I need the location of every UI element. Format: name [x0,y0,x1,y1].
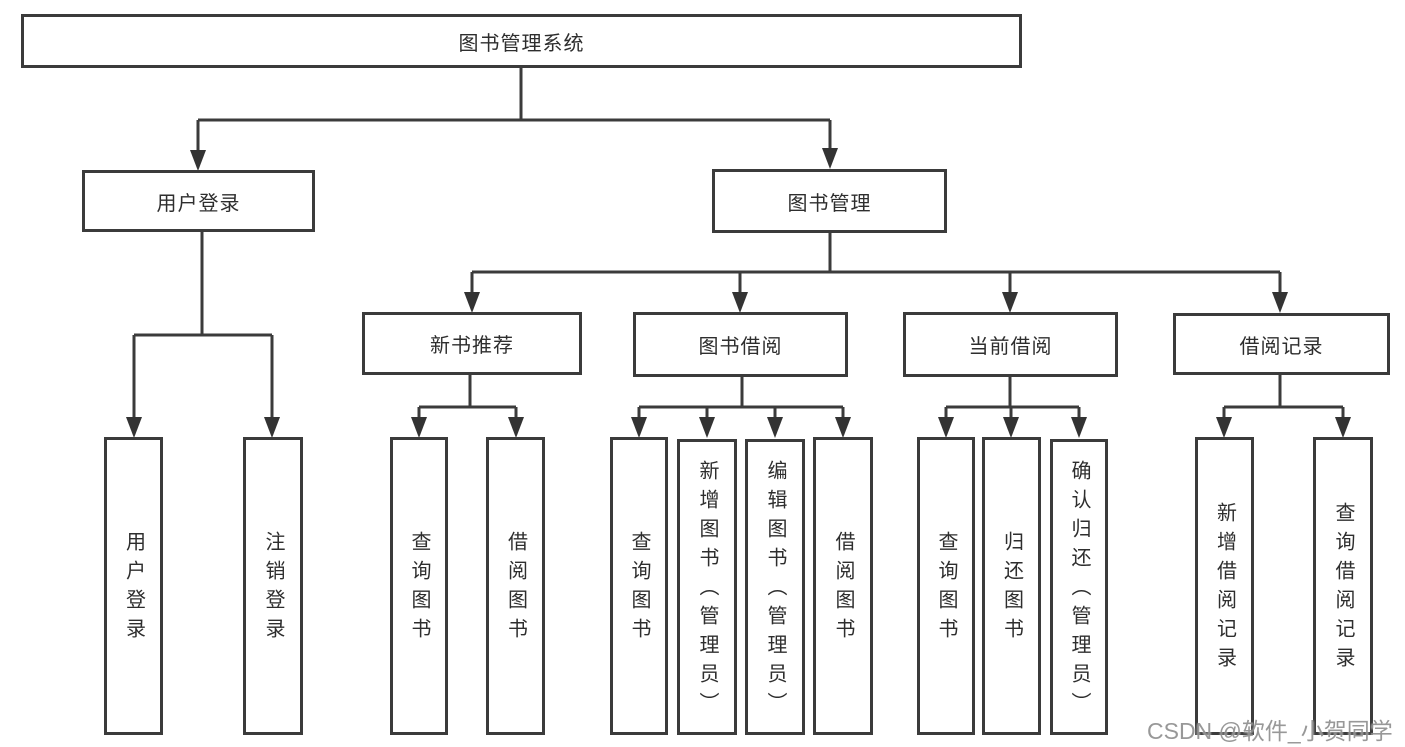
node-book-management-branch: 图书管理 [712,169,947,233]
leaf-query-books-3: 查询图书 [917,437,975,735]
node-label: 查询图书 [408,531,430,647]
node-label: 查询图书 [628,531,650,647]
leaf-query-borrow-record: 查询借阅记录 [1313,437,1373,735]
node-root-system: 图书管理系统 [21,14,1022,68]
node-label: 当前借阅 [968,336,1053,358]
node-label: 查询图书 [935,531,957,647]
node-label: 图书管理 [787,192,872,215]
node-label: 图书管理系统 [458,32,585,55]
node-label: 归还图书 [1000,531,1023,647]
node-label: 图书借阅 [698,336,783,358]
leaf-user-login: 用户登录 [104,437,163,735]
node-label: 用户登录 [156,192,241,215]
leaf-query-books-2: 查询图书 [610,437,668,735]
leaf-logout: 注销登录 [243,437,303,735]
node-label: 新书推荐 [430,335,514,357]
node-label: 新增借阅记录 [1213,502,1236,676]
node-label: 新增图书（管理员） [696,459,718,721]
node-label: 借阅记录 [1239,335,1324,358]
node-label: 编辑图书（管理员） [764,459,786,721]
leaf-add-book-admin: 新增图书（管理员） [677,439,737,735]
node-new-book-recommend: 新书推荐 [362,312,582,375]
node-label: 查询借阅记录 [1332,502,1354,676]
node-book-borrow: 图书借阅 [633,312,848,377]
node-user-login-branch: 用户登录 [82,170,315,232]
leaf-add-borrow-record: 新增借阅记录 [1195,437,1254,735]
arrowhead-icons [126,148,1351,438]
node-label: 注销登录 [262,531,284,647]
leaf-edit-book-admin: 编辑图书（管理员） [745,439,805,735]
leaf-borrow-books-1: 借阅图书 [486,437,545,735]
node-label: 借阅图书 [504,531,527,647]
leaf-confirm-return-admin: 确认归还（管理员） [1050,439,1108,735]
leaf-return-book: 归还图书 [982,437,1041,735]
node-label: 借阅图书 [832,531,854,647]
node-label: 用户登录 [122,531,145,647]
csdn-watermark: CSDN @软件_小贺同学 [1147,718,1393,744]
node-borrow-records: 借阅记录 [1173,313,1390,375]
node-current-borrow: 当前借阅 [903,312,1118,377]
leaf-query-books-1: 查询图书 [390,437,448,735]
node-label: 确认归还（管理员） [1068,459,1090,721]
leaf-borrow-books-2: 借阅图书 [813,437,873,735]
